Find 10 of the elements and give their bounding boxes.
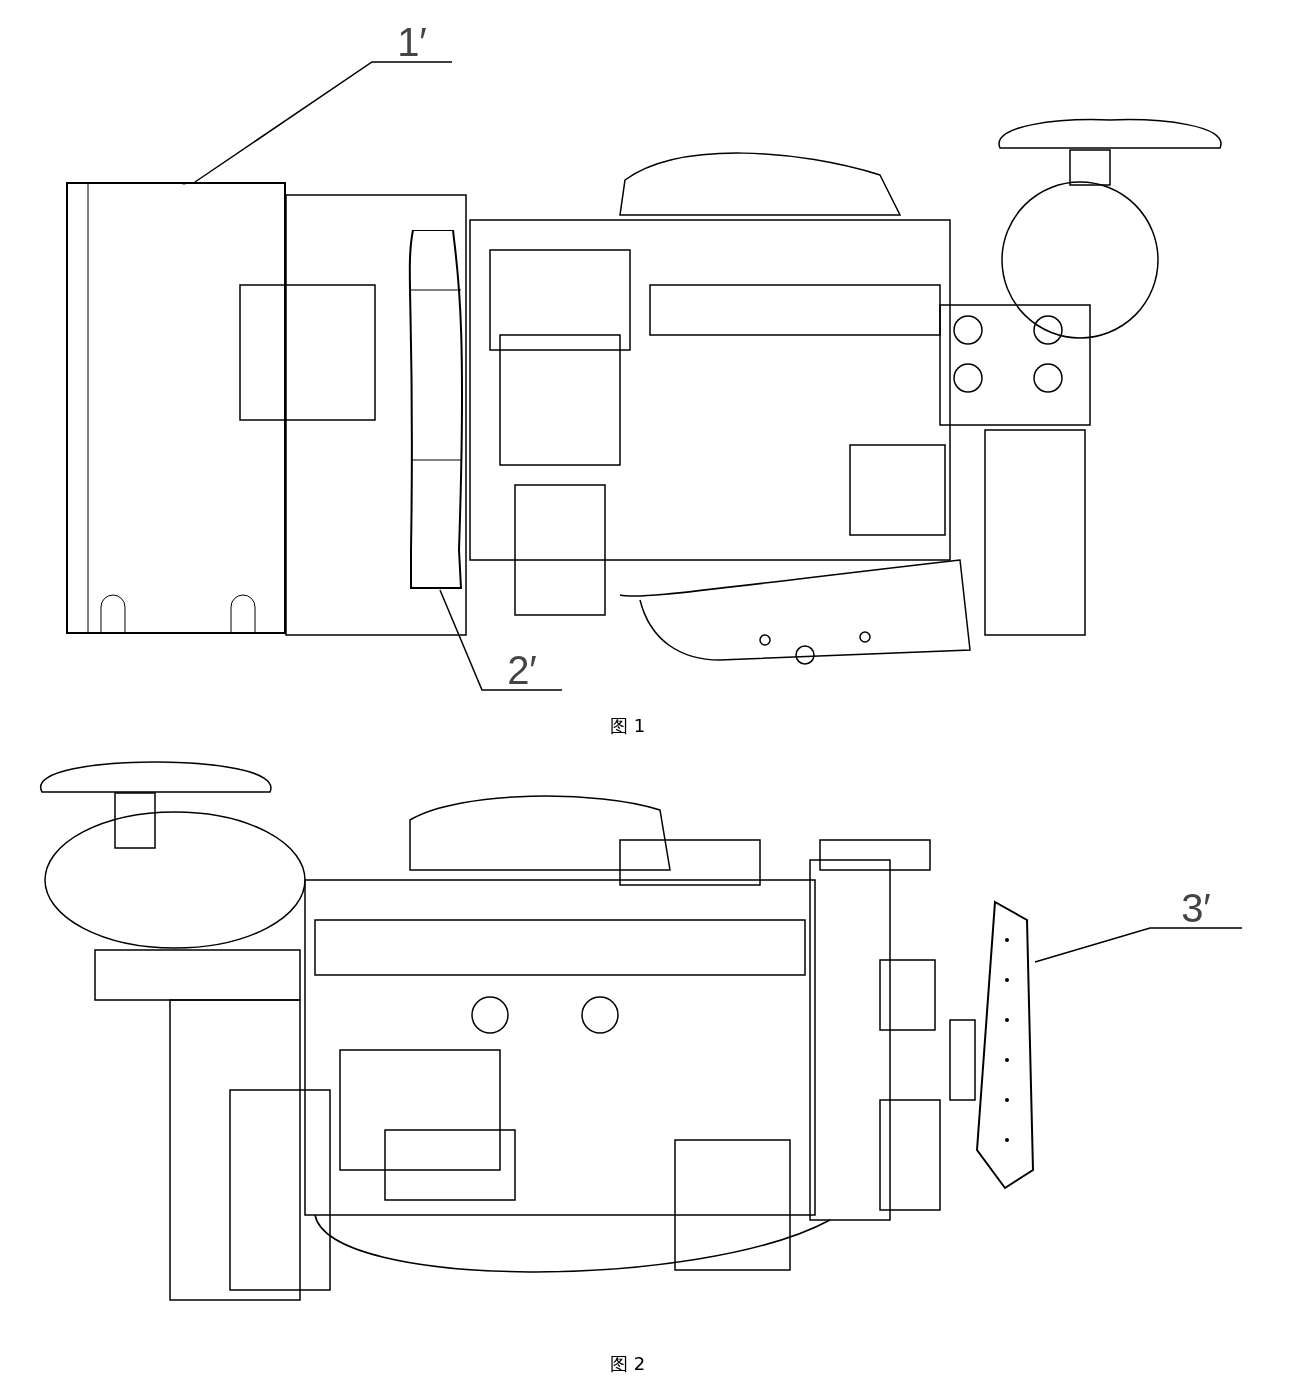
figure-caption: 图 2 bbox=[610, 1352, 646, 1376]
leader-line bbox=[1034, 927, 1243, 963]
leader-line bbox=[194, 61, 453, 183]
radiator-drawing bbox=[66, 182, 286, 634]
figure-caption: 图 1 bbox=[610, 714, 646, 738]
callout-number: 1′ bbox=[372, 18, 452, 62]
callout-number: 2′ bbox=[482, 646, 562, 690]
callout-number: 3′ bbox=[1150, 882, 1242, 928]
leader-line bbox=[439, 589, 563, 691]
fan-drawing bbox=[975, 900, 1035, 1190]
